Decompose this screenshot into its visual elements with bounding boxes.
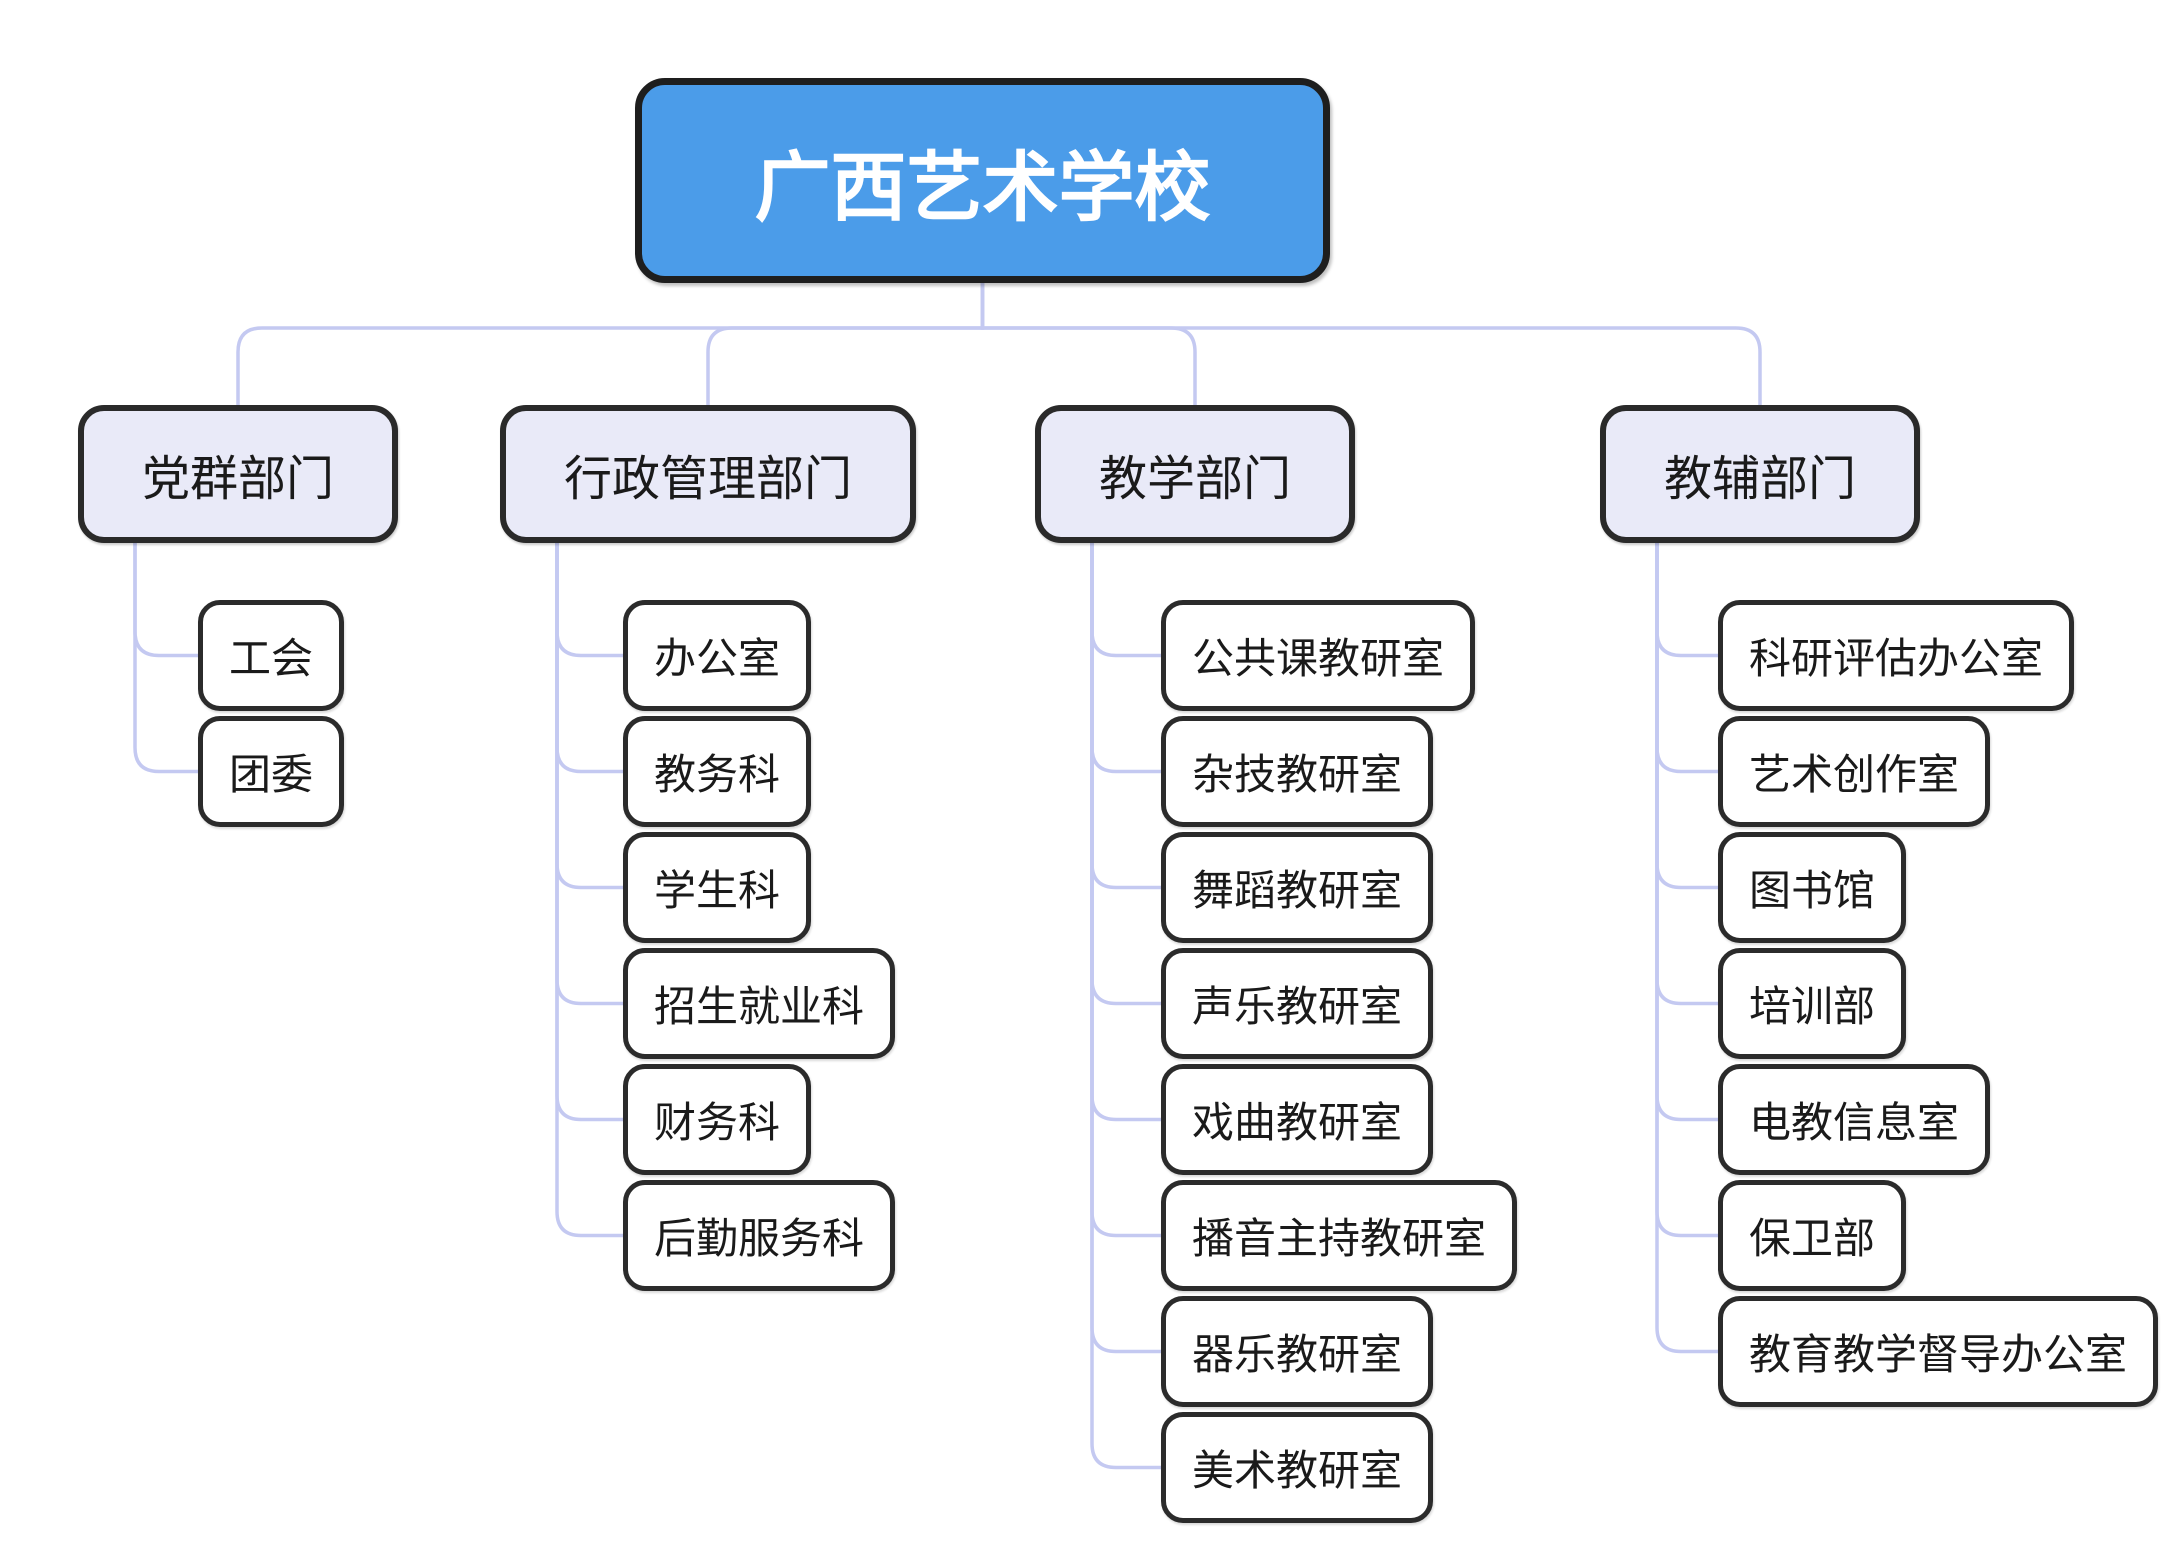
child-node[interactable]: 艺术创作室 [1718, 716, 1991, 827]
child-node[interactable]: 保卫部 [1718, 1180, 1907, 1291]
child-node[interactable]: 财务科 [623, 1064, 812, 1175]
child-node[interactable]: 办公室 [623, 600, 812, 711]
child-node[interactable]: 学生科 [623, 832, 812, 943]
branch-node[interactable]: 教学部门 [1035, 405, 1356, 543]
branch-node[interactable]: 党群部门 [78, 405, 399, 543]
child-node[interactable]: 杂技教研室 [1161, 716, 1434, 827]
child-node[interactable]: 教育教学督导办公室 [1718, 1296, 2159, 1407]
child-node[interactable]: 声乐教研室 [1161, 948, 1434, 1059]
child-node[interactable]: 培训部 [1718, 948, 1907, 1059]
child-node[interactable]: 工会 [198, 600, 345, 711]
child-node[interactable]: 公共课教研室 [1161, 600, 1476, 711]
child-node[interactable]: 舞蹈教研室 [1161, 832, 1434, 943]
child-node[interactable]: 后勤服务科 [623, 1180, 896, 1291]
child-node[interactable]: 电教信息室 [1718, 1064, 1991, 1175]
branch-node[interactable]: 行政管理部门 [500, 405, 917, 543]
child-node[interactable]: 美术教研室 [1161, 1412, 1434, 1523]
child-node[interactable]: 招生就业科 [623, 948, 896, 1059]
child-node[interactable]: 科研评估办公室 [1718, 600, 2075, 711]
child-node[interactable]: 播音主持教研室 [1161, 1180, 1518, 1291]
child-node[interactable]: 团委 [198, 716, 345, 827]
child-node[interactable]: 戏曲教研室 [1161, 1064, 1434, 1175]
child-node[interactable]: 器乐教研室 [1161, 1296, 1434, 1407]
root-node[interactable]: 广西艺术学校 [635, 78, 1330, 283]
branch-node[interactable]: 教辅部门 [1600, 405, 1921, 543]
child-node[interactable]: 教务科 [623, 716, 812, 827]
child-node[interactable]: 图书馆 [1718, 832, 1907, 943]
